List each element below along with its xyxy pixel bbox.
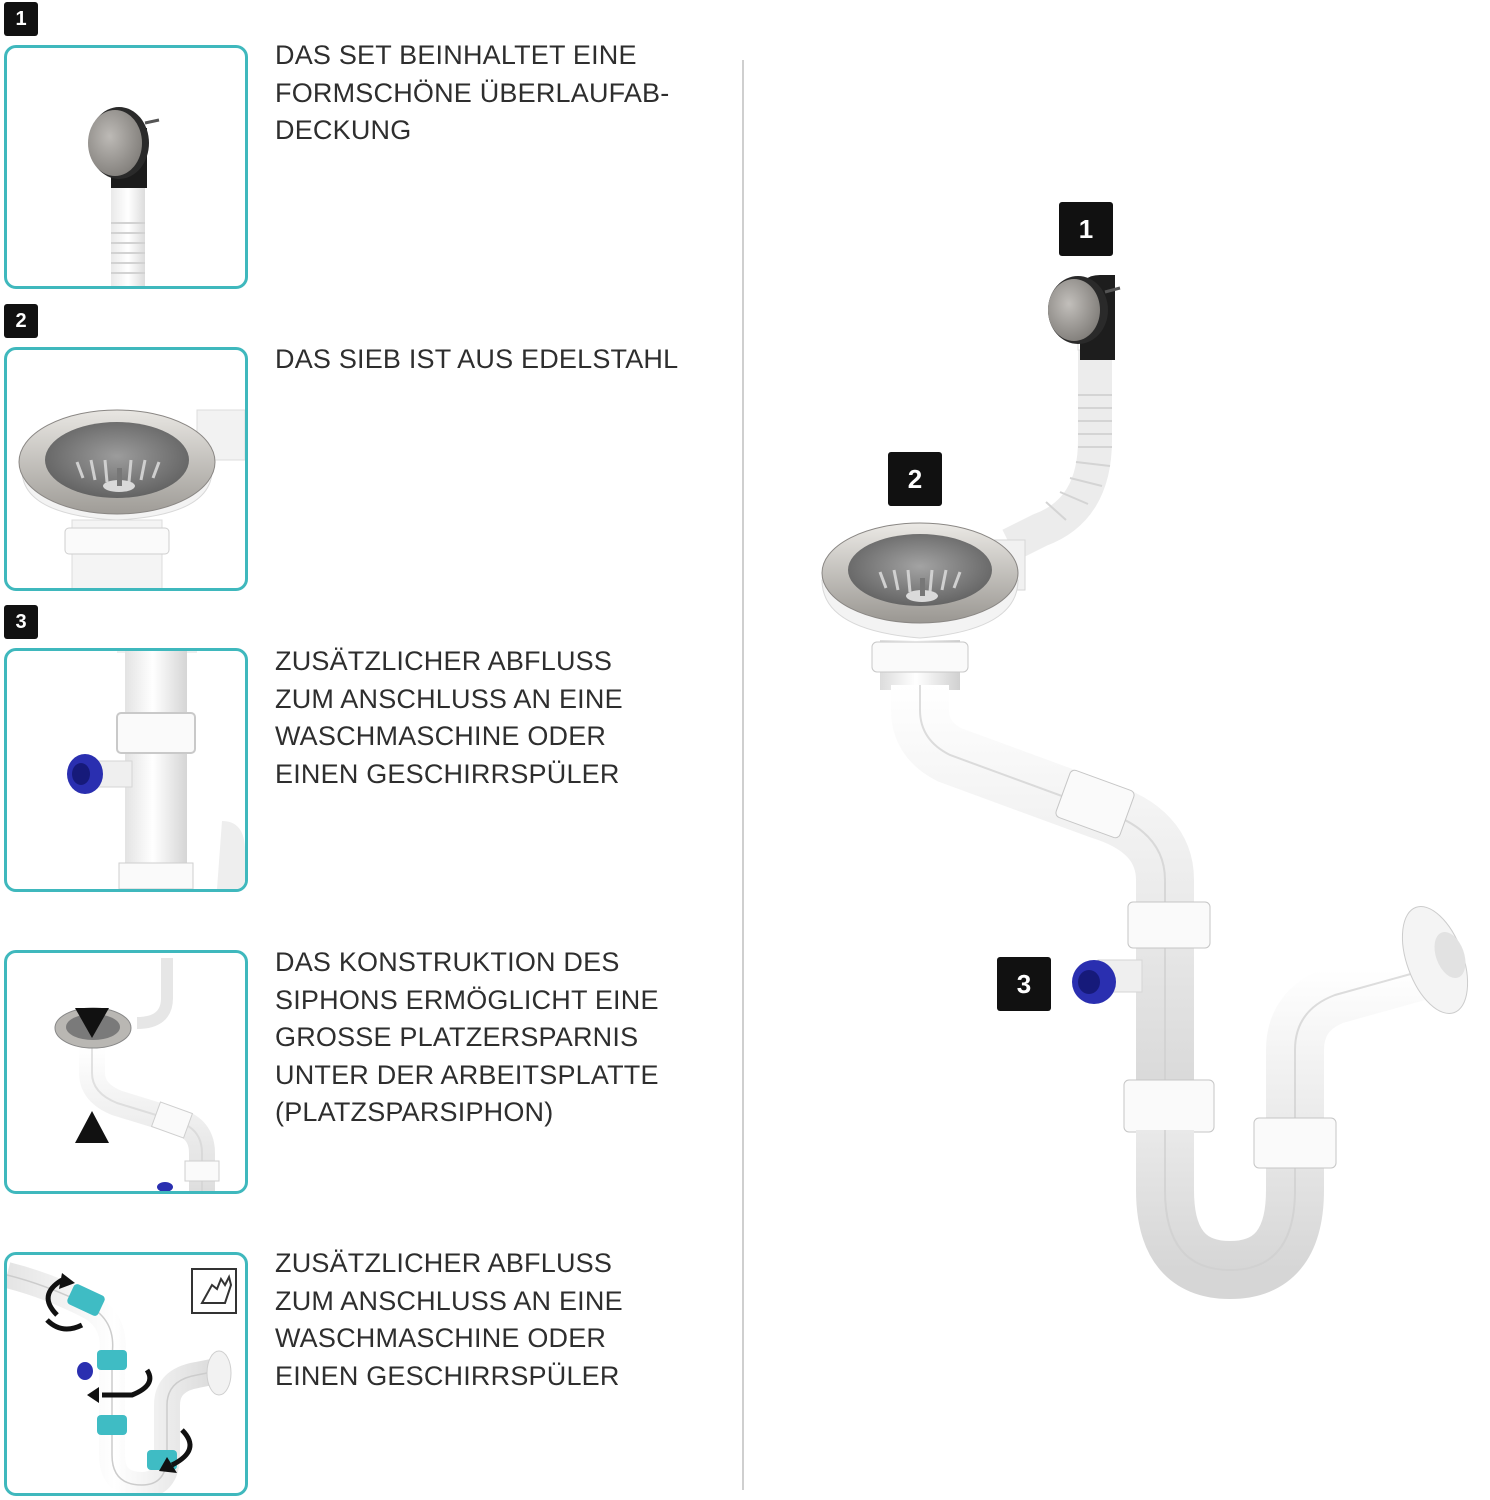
strainer-illustration xyxy=(18,409,245,588)
feature-2-image xyxy=(4,347,248,591)
diagram-label-3: 3 xyxy=(997,957,1051,1011)
feature-3-image xyxy=(4,648,248,892)
diagram-label-2: 2 xyxy=(888,452,942,506)
feature-4-image xyxy=(4,950,248,1194)
feature-2-text: DAS SIEB IST AUS EDELSTAHL xyxy=(275,344,679,374)
hand-tighten-icon xyxy=(200,1274,233,1304)
feature-3-badge: 3 xyxy=(4,605,38,639)
space-saving-illustration xyxy=(54,958,220,1191)
column-divider xyxy=(742,60,744,1490)
arrow-down-icon xyxy=(75,1008,109,1038)
outlet-illustration xyxy=(67,651,245,889)
feature-5-text: ZUSÄTZLICHER ABFLUSS ZUM ANSCHLUSS AN EI… xyxy=(275,1248,623,1391)
rotate-arrow-icon xyxy=(45,1277,193,1468)
feature-3-text: ZUSÄTZLICHER ABFLUSS ZUM ANSCHLUSS AN EI… xyxy=(275,646,623,789)
feature-2-badge: 2 xyxy=(4,304,38,338)
feature-1-image xyxy=(4,45,248,289)
feature-4-text: DAS KONSTRUKTION DES SIPHONS ERMÖGLICHT … xyxy=(275,947,659,1127)
arrow-up-icon xyxy=(75,1111,109,1143)
feature-1-text: DAS SET BEINHALTET EINE FORMSCHÖNE ÜBERL… xyxy=(275,40,670,145)
sink-drain-siphon-illustration xyxy=(821,275,1469,1300)
overflow-cover-illustration xyxy=(88,107,160,286)
assembly-illustration xyxy=(7,1262,237,1493)
diagram-label-1: 1 xyxy=(1059,202,1113,256)
feature-5-image xyxy=(4,1252,248,1496)
feature-1-badge: 1 xyxy=(4,2,38,36)
